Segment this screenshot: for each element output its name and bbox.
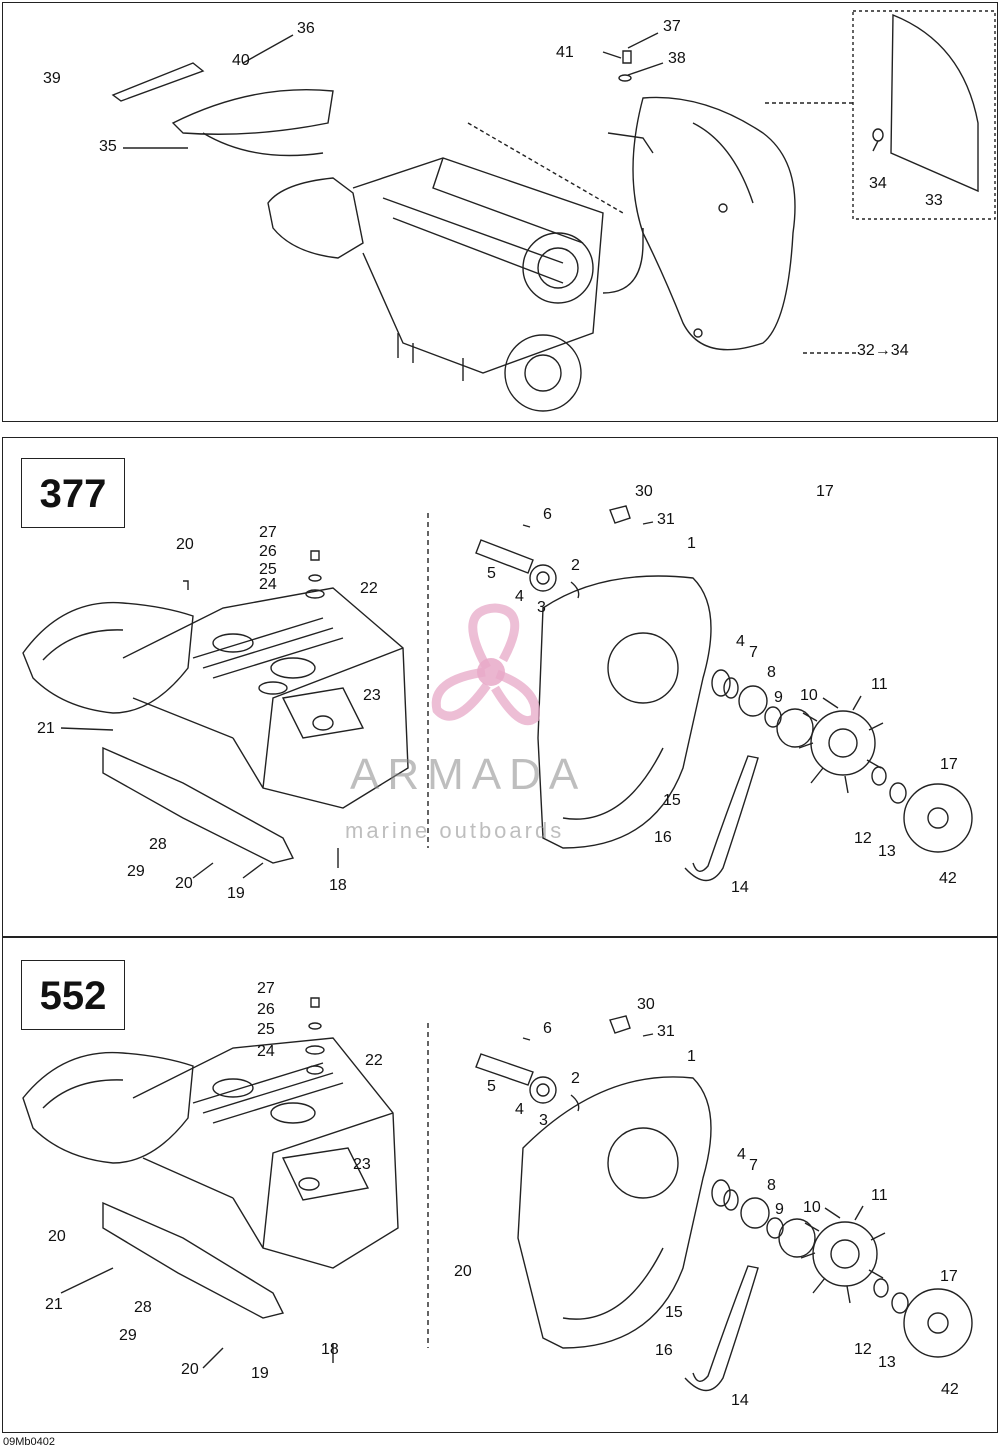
callout-18: 18 — [329, 877, 347, 894]
callout-42: 42 — [939, 870, 957, 887]
callout-15: 15 — [665, 1304, 683, 1321]
callout-6: 6 — [543, 1020, 552, 1037]
panel-377: 377 — [2, 437, 998, 937]
callout-10: 10 — [800, 687, 818, 704]
drawing-reference-code: 09Mb0402 — [3, 1436, 55, 1448]
callout-7: 7 — [749, 644, 758, 661]
callout-17: 17 — [940, 1268, 958, 1285]
callout-3: 3 — [539, 1112, 548, 1129]
callout-28: 28 — [134, 1299, 152, 1316]
exploded-view-552 — [22, 997, 973, 1392]
callout-34: 34 — [869, 175, 887, 192]
callout-29: 29 — [119, 1327, 137, 1344]
callout-29: 29 — [127, 863, 145, 880]
callout-23: 23 — [353, 1156, 371, 1173]
callout-14: 14 — [731, 879, 749, 896]
callout-4: 4 — [515, 1101, 524, 1118]
callout-40: 40 — [232, 52, 250, 69]
callout-1: 1 — [687, 535, 696, 552]
callout-3: 3 — [537, 599, 546, 616]
callout-2: 2 — [571, 1070, 580, 1087]
callout-20-b: 20 — [454, 1263, 472, 1280]
callout-35: 35 — [99, 138, 117, 155]
callout-21: 21 — [37, 720, 55, 737]
callout-39: 39 — [43, 70, 61, 87]
callout-25: 25 — [259, 561, 277, 578]
callout-38: 38 — [668, 50, 686, 67]
callout-22: 22 — [360, 580, 378, 597]
callout-22: 22 — [365, 1052, 383, 1069]
callout-11: 11 — [871, 676, 888, 693]
callout-17-b: 17 — [940, 756, 958, 773]
callout-8: 8 — [767, 1177, 776, 1194]
callout-19: 19 — [227, 885, 245, 902]
callout-25: 25 — [257, 1021, 275, 1038]
callout-14: 14 — [731, 1392, 749, 1409]
callout-23: 23 — [363, 687, 381, 704]
callout-30: 30 — [635, 483, 653, 500]
callout-20-b: 20 — [175, 875, 193, 892]
callout-32-34: 32→34 — [857, 342, 909, 359]
callout-4-b: 4 — [737, 1146, 746, 1163]
callout-36: 36 — [297, 20, 315, 37]
watermark-propeller-logo — [431, 603, 541, 726]
callout-19: 19 — [251, 1365, 269, 1382]
callout-20-c: 20 — [181, 1361, 199, 1378]
callout-13: 13 — [878, 843, 896, 860]
callout-6: 6 — [543, 506, 552, 523]
callout-4: 4 — [515, 588, 524, 605]
callout-11: 11 — [871, 1187, 888, 1204]
callout-1: 1 — [687, 1048, 696, 1065]
callout-26: 26 — [259, 543, 277, 560]
top-exploded-view — [111, 10, 996, 412]
callout-24: 24 — [259, 576, 277, 593]
top-panel: 36 40 39 35 37 41 38 34 33 32→34 — [2, 2, 998, 422]
callout-12: 12 — [854, 830, 872, 847]
callout-41: 41 — [556, 44, 574, 61]
callout-10: 10 — [803, 1199, 821, 1216]
callout-33: 33 — [925, 192, 943, 209]
callout-24: 24 — [257, 1043, 275, 1060]
callout-18: 18 — [321, 1341, 339, 1358]
callout-9: 9 — [774, 689, 783, 706]
callout-37: 37 — [663, 18, 681, 35]
watermark-title: ARMADA — [350, 750, 587, 799]
callout-12: 12 — [854, 1341, 872, 1358]
callout-9: 9 — [775, 1201, 784, 1218]
panel-552: 552 — [2, 937, 998, 1433]
watermark-subtitle: marine outboards — [345, 818, 565, 843]
model-badge-552: 552 — [21, 960, 125, 1030]
callout-27: 27 — [259, 524, 277, 541]
callout-20: 20 — [176, 536, 194, 553]
model-badge-377: 377 — [21, 458, 125, 528]
callout-7: 7 — [749, 1157, 758, 1174]
callout-27: 27 — [257, 980, 275, 997]
callout-42: 42 — [941, 1381, 959, 1398]
callout-5: 5 — [487, 1078, 496, 1095]
callout-4-b: 4 — [736, 633, 745, 650]
callout-26: 26 — [257, 1001, 275, 1018]
callout-20: 20 — [48, 1228, 66, 1245]
callout-15: 15 — [663, 792, 681, 809]
callout-31: 31 — [657, 511, 675, 528]
callout-17: 17 — [816, 483, 834, 500]
callout-13: 13 — [878, 1354, 896, 1371]
callout-16: 16 — [654, 829, 672, 846]
callout-5: 5 — [487, 565, 496, 582]
exploded-view-377 — [22, 505, 973, 882]
callout-31: 31 — [657, 1023, 675, 1040]
callout-8: 8 — [767, 664, 776, 681]
callout-30: 30 — [637, 996, 655, 1013]
callout-2: 2 — [571, 557, 580, 574]
callout-28: 28 — [149, 836, 167, 853]
callout-16: 16 — [655, 1342, 673, 1359]
callout-21: 21 — [45, 1296, 63, 1313]
